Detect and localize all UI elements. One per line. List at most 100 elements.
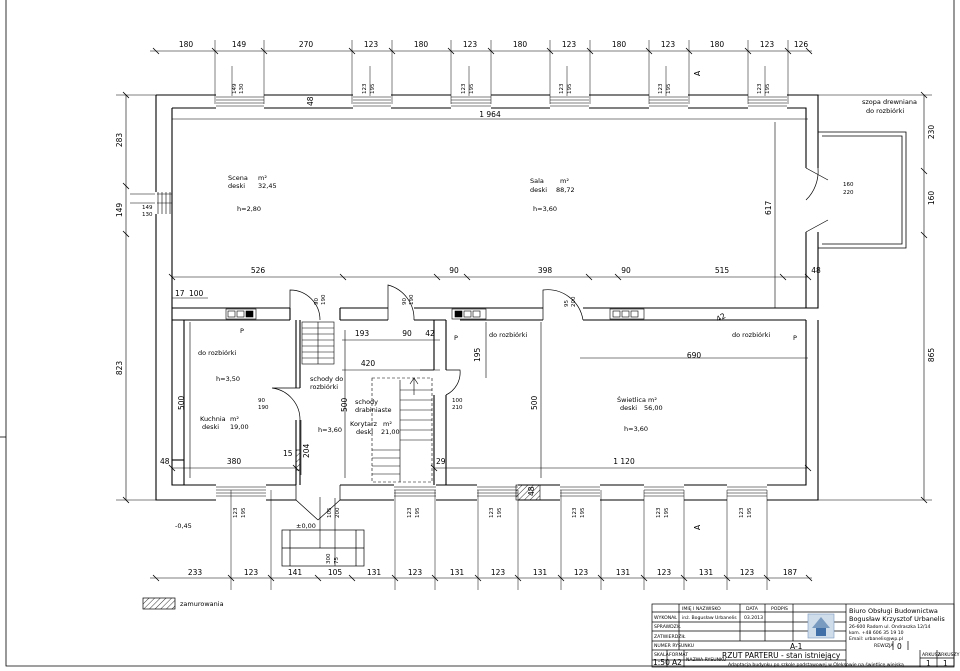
- dim-bottom: 131: [367, 568, 382, 577]
- dim-inner: 195: [473, 347, 482, 362]
- section-marker: A: [693, 70, 702, 76]
- dim-inner: 380: [227, 457, 242, 466]
- dim-top: 180: [710, 40, 725, 49]
- dim-bottom: 123: [657, 568, 672, 577]
- dim-inner: 42: [425, 329, 435, 338]
- tb-numer: A-1: [790, 642, 803, 651]
- dim-top: 126: [794, 40, 809, 49]
- dim-top: 149: [232, 40, 247, 49]
- section-marker: A: [693, 524, 702, 530]
- dim-door: 200: [335, 507, 341, 518]
- room-unit: m²: [258, 174, 267, 182]
- dim-top: 180: [612, 40, 627, 49]
- room-area: 56,00: [644, 404, 663, 412]
- tb-arkuszy: 1: [943, 659, 948, 668]
- room-height: h=2,80: [237, 205, 261, 213]
- room-unit: m²: [383, 420, 392, 428]
- room-unit: m²: [648, 396, 657, 404]
- dim-window: 123: [489, 507, 495, 518]
- dim-inner: 42: [715, 311, 728, 324]
- note-shed-2: do rozbiórki: [866, 107, 904, 115]
- dim-inner: 526: [251, 266, 266, 275]
- room-height: h=3,50: [216, 375, 240, 383]
- dim-window: 149: [232, 83, 238, 94]
- tb-format: A2: [672, 658, 682, 667]
- dim-window: 195: [580, 507, 586, 518]
- room-area: 32,45: [258, 182, 277, 190]
- note-demolition: do rozbiórki: [732, 331, 770, 339]
- dim-window: 123: [362, 83, 368, 94]
- dim-inner: 500: [530, 395, 539, 410]
- legend-swatch: [142, 597, 176, 610]
- tb-title: RZUT PARTERU - stan istniejący: [722, 651, 841, 660]
- dim-left: 283: [115, 133, 124, 148]
- dim-window: 195: [567, 83, 573, 94]
- room-type: deski: [620, 404, 637, 412]
- room-area: 19,00: [230, 423, 249, 431]
- company-logo: [807, 613, 835, 639]
- dim-window: 195: [765, 83, 771, 94]
- dimension-lines: [125, 50, 925, 579]
- room-unit: m²: [230, 415, 239, 423]
- note-demolition: do rozbiórki: [489, 331, 527, 339]
- dim-wall: 48: [527, 486, 536, 496]
- dim-inner: 220: [843, 190, 854, 196]
- note-stairs-2b: drabiniaste: [355, 406, 392, 414]
- dim-inner: 515: [715, 266, 730, 275]
- dim-inner: 1 120: [613, 457, 635, 466]
- dim-window: 123: [656, 507, 662, 518]
- shed-outline: [818, 131, 907, 249]
- room-height: h=3,60: [533, 205, 557, 213]
- exterior-walls: [155, 94, 819, 501]
- tb-row-sprawdzil: SPRAWDZIŁ: [654, 624, 681, 630]
- tb-designer: inż. Bogusław Urbanelis: [682, 615, 737, 621]
- tb-rewizja: 0: [897, 642, 902, 651]
- legend-label: zamurowania: [180, 600, 224, 608]
- dim-window: 123: [559, 83, 565, 94]
- dim-window: 123: [757, 83, 763, 94]
- dim-inner: 420: [361, 359, 376, 368]
- dim-hall-width: 1 964: [479, 110, 501, 119]
- dim-window: 130: [142, 212, 153, 218]
- dim-door: 100: [452, 398, 463, 404]
- electric-panel-label: P: [793, 334, 797, 342]
- dim-top: 180: [414, 40, 429, 49]
- dim-window: 195: [666, 83, 672, 94]
- room-area: 88,72: [556, 186, 575, 194]
- room-type: deski: [202, 423, 219, 431]
- dim-window: 130: [239, 83, 245, 94]
- dim-door: 105: [327, 507, 333, 518]
- tb-skala-label: SKALA: [654, 652, 670, 658]
- dim-window: 195: [241, 507, 247, 518]
- doors: [271, 167, 829, 521]
- electric-panel-label: P: [240, 327, 244, 335]
- dim-door: 190: [258, 405, 269, 411]
- dim-right: 230: [927, 125, 936, 140]
- tb-arkusz: 1: [926, 659, 931, 668]
- dim-inner: 90: [621, 266, 631, 275]
- windows: [157, 96, 787, 497]
- dim-bottom: 141: [288, 568, 303, 577]
- dim-bottom: 131: [699, 568, 714, 577]
- title-block-frame: [651, 603, 955, 668]
- dim-door: 190: [321, 294, 327, 305]
- dim-left: 823: [115, 361, 124, 376]
- dim-top: 123: [760, 40, 775, 49]
- tb-arkuszy-label: ARKUSZY: [938, 652, 960, 658]
- tb-rewizja-label: REWIZJA: [874, 643, 894, 649]
- dim-window: 123: [572, 507, 578, 518]
- extension-lines: [116, 40, 932, 590]
- tb-firm-1: Biuro Obsługi Budownictwa: [849, 607, 938, 615]
- dim-inner: 29: [436, 457, 446, 466]
- dim-bottom: 187: [783, 568, 798, 577]
- dim-bottom: 123: [491, 568, 506, 577]
- dim-window: 123: [658, 83, 664, 94]
- stairs: [301, 321, 433, 483]
- dim-window: 195: [497, 507, 503, 518]
- dim-inner: 90: [449, 266, 459, 275]
- dim-top: 123: [562, 40, 577, 49]
- dim-window: 123: [739, 507, 745, 518]
- dim-inner: 90: [402, 329, 412, 338]
